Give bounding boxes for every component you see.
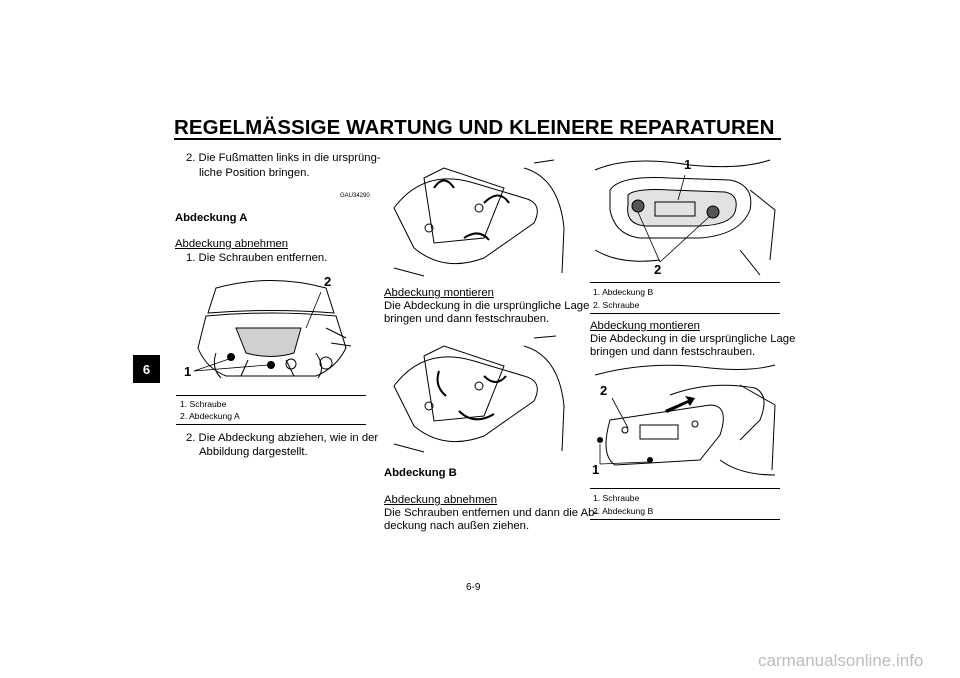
section-heading-a: Abdeckung A <box>175 212 248 224</box>
caption-rule <box>590 519 780 520</box>
caption-rule <box>590 282 780 283</box>
caption-rule <box>590 488 780 489</box>
callout-1: 1 <box>184 364 192 379</box>
reference-code: GAU34290 <box>340 193 370 199</box>
step-2b-line-2: Abbildung dargestellt. <box>199 446 308 458</box>
caption-item: 2. Abdeckung B <box>593 506 654 516</box>
figure-cover-a <box>193 280 352 379</box>
figure-cover-a-removed <box>393 159 565 277</box>
install-b-line-1: Die Abdeckung in die ursprüngliche Lage <box>590 333 796 345</box>
callout-1: 1 <box>684 157 692 172</box>
caption-item: 1. Schraube <box>180 399 227 409</box>
caption-rule <box>590 313 780 314</box>
caption-item: 1. Schraube <box>593 493 640 503</box>
install-a-line-2: bringen und dann festschrauben. <box>384 313 550 325</box>
caption-rule <box>176 424 366 425</box>
remove-b-line-1: Die Schrauben entfernen und dann die Ab- <box>384 507 599 519</box>
watermark: carmanualsonline.info <box>758 651 924 670</box>
subheading-remove-b: Abdeckung abnehmen <box>384 494 498 506</box>
figure-cover-a-installed <box>393 335 565 453</box>
subheading-install-a: Abdeckung montieren <box>384 287 494 299</box>
caption-item: 1. Abdeckung B <box>593 287 654 297</box>
remove-b-line-2: deckung nach außen ziehen. <box>384 520 530 532</box>
caption-item: 2. Abdeckung A <box>180 411 240 421</box>
page-title: REGELMÄSSIGE WARTUNG UND KLEINERE REPARA… <box>174 116 775 139</box>
step-2-line-1: 2. Die Fußmatten links in die ursprüng- <box>186 152 381 164</box>
subheading-remove-a: Abdeckung abnehmen <box>175 238 289 250</box>
install-b-line-2: bringen und dann festschrauben. <box>590 346 756 358</box>
subheading-install-b: Abdeckung montieren <box>590 320 700 332</box>
page-number: 6-9 <box>466 582 481 593</box>
install-a-line-1: Die Abdeckung in die ursprüngliche Lage <box>384 300 590 312</box>
step-2-line-2: liche Position bringen. <box>199 167 310 179</box>
step-2b-line-1: 2. Die Abdeckung abziehen, wie in der <box>186 432 379 444</box>
caption-item: 2. Schraube <box>593 300 640 310</box>
callout-1: 1 <box>592 462 600 477</box>
caption-rule <box>176 395 366 396</box>
callout-2: 2 <box>654 262 662 277</box>
title-rule <box>174 138 781 140</box>
figure-cover-b-install <box>594 364 776 476</box>
figure-cover-b <box>594 159 776 276</box>
callout-2: 2 <box>600 383 608 398</box>
callout-2: 2 <box>324 274 332 289</box>
section-heading-b: Abdeckung B <box>384 467 457 479</box>
chapter-tab: 6 <box>133 355 160 383</box>
step-1: 1. Die Schrauben entfernen. <box>186 252 328 264</box>
